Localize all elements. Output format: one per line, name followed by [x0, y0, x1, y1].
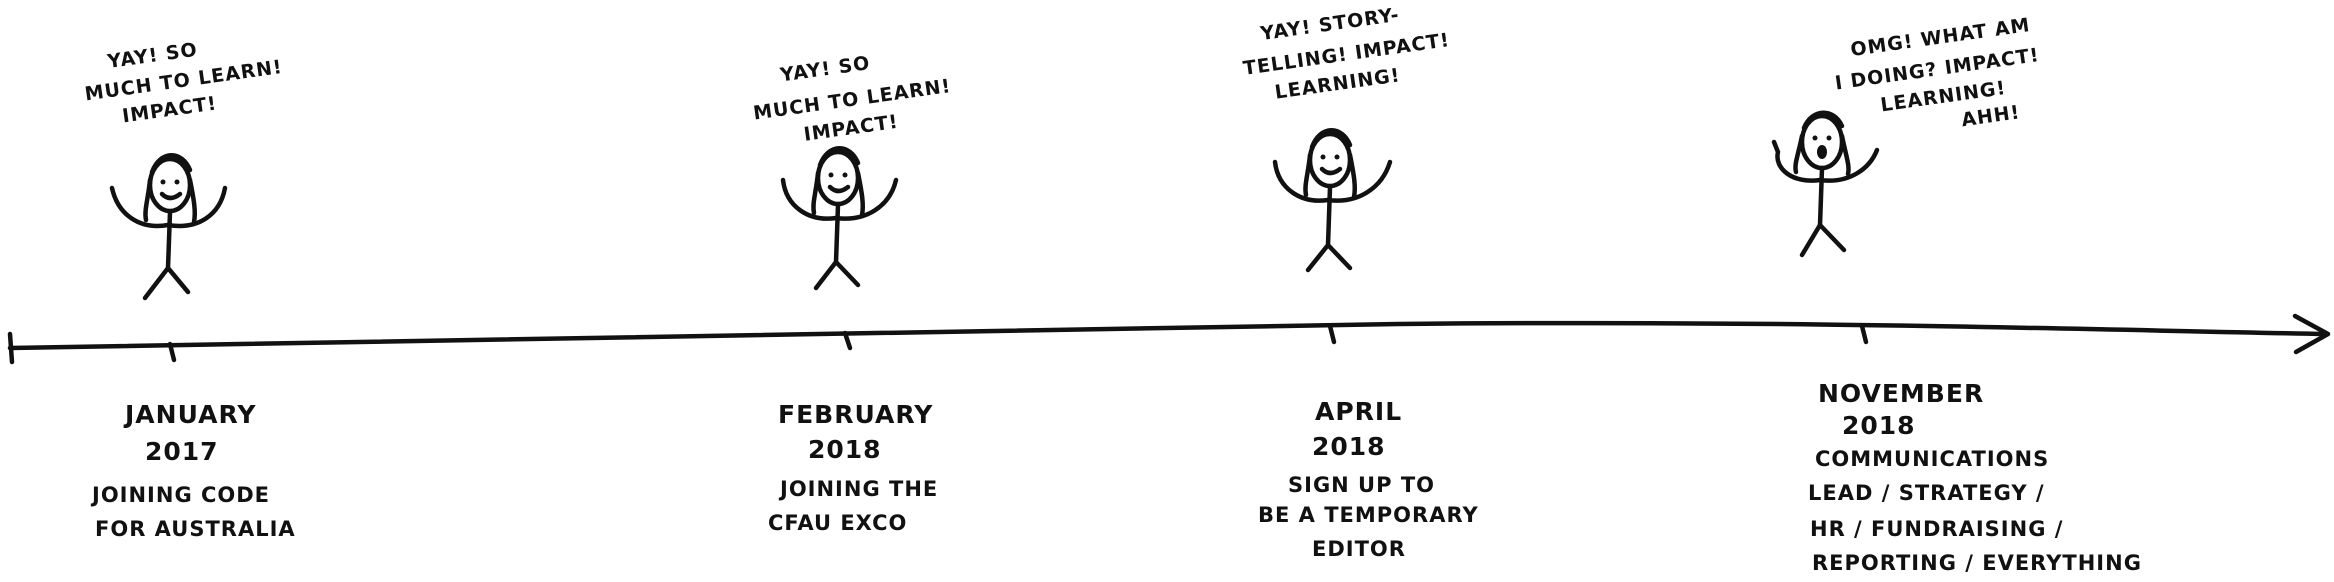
timeline-event-4: OMG! WHAT AM I DOING? IMPACT! LEARNING! …: [1771, 12, 2142, 575]
event-date: NOVEMBER 2018: [1818, 379, 1994, 440]
event-description: COMMUNICATIONS LEAD / STRATEGY / HR / FU…: [1808, 447, 2142, 575]
event-date: FEBRUARY 2018: [778, 400, 943, 464]
stick-figure-happy-icon: [109, 153, 228, 301]
timeline-line: [7, 320, 2328, 351]
timeline-event-2: YAY! SO MUCH TO LEARN! IMPACT! FEBRUARY …: [747, 40, 964, 535]
stick-figure-shocked-icon: [1771, 110, 1880, 258]
speech-bubble-text: YAY! SO MUCH TO LEARN! IMPACT!: [747, 40, 964, 152]
speech-bubble-text: OMG! WHAT AM I DOING? IMPACT! LEARNING! …: [1829, 12, 2056, 148]
timeline-tick-3: [1327, 323, 1337, 345]
timeline-axis: [7, 313, 2331, 365]
timeline-start-cap: [7, 331, 15, 365]
stick-figure-happy-icon: [780, 146, 899, 291]
timeline-tick-4: [1859, 323, 1869, 345]
timeline-arrowhead: [2292, 313, 2331, 355]
stick-figure-happy-icon: [1272, 128, 1393, 273]
timeline-event-3: YAY! STORY- TELLING! IMPACT! LEARNING! A…: [1237, 0, 1487, 561]
timeline-tick-1: [167, 341, 177, 363]
event-date: JANUARY 2017: [123, 400, 266, 466]
event-date: APRIL 2018: [1312, 397, 1412, 461]
timeline-tick-2: [842, 330, 853, 351]
event-description: JOINING THE CFAU EXCO: [768, 477, 947, 535]
event-description: JOINING CODE FOR AUSTRALIA: [90, 483, 296, 541]
speech-bubble-text: YAY! SO MUCH TO LEARN! IMPACT!: [79, 26, 295, 132]
timeline-event-1: YAY! SO MUCH TO LEARN! IMPACT! JANUARY 2…: [79, 26, 296, 541]
speech-bubble-text: YAY! STORY- TELLING! IMPACT! LEARNING!: [1237, 0, 1462, 108]
event-description: SIGN UP TO BE A TEMPORARY EDITOR: [1258, 473, 1487, 561]
